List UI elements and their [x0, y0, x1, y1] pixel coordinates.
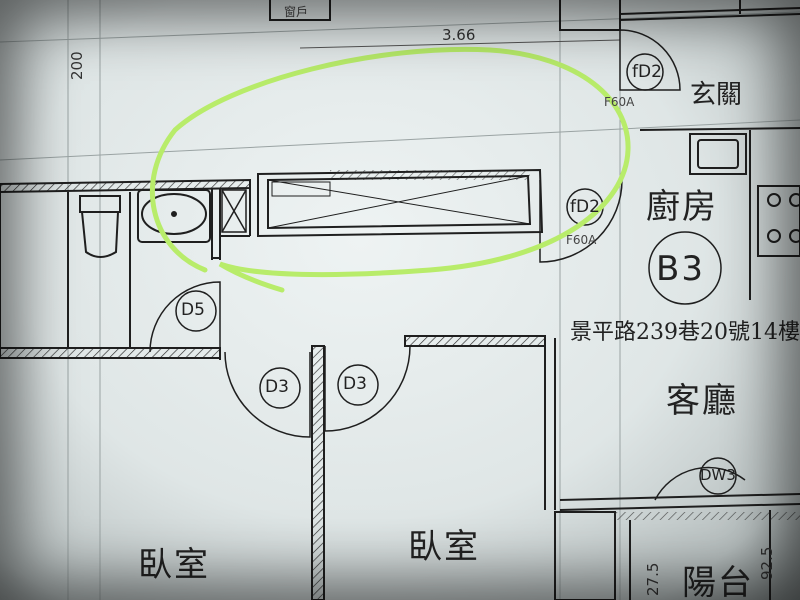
vertical-walls [0, 182, 556, 510]
room-kitchen-label: 廚房 [646, 187, 718, 227]
top-walls [269, 0, 800, 31]
bathroom-fixtures [79, 189, 211, 258]
door-swings [149, 29, 746, 501]
dimension-bottom-b: 92.5 [758, 546, 776, 580]
room-bedroom-left-label: 臥室 [138, 545, 210, 585]
door-tag-fd2-mid: fD2 [570, 197, 600, 217]
room-balcony-label: 陽台 [682, 563, 754, 600]
door-tag-d5: D5 [181, 300, 205, 320]
door-jamb-left [311, 345, 325, 600]
door-rating-mid: F60A [566, 233, 597, 247]
kitchen-fixtures [639, 127, 800, 300]
top-cut-label: 窗戶 [284, 5, 309, 19]
room-entry-label: 玄關 [690, 80, 743, 110]
address-label: 景平路239巷20號14樓 [570, 320, 800, 345]
dimension-left: 200 [68, 51, 86, 80]
highlight-ellipse [150, 46, 631, 293]
shaft [221, 189, 247, 233]
dimension-top: 3.66 [442, 26, 476, 44]
corridor-wall [0, 178, 546, 359]
top-dimension-line [299, 39, 621, 49]
closet-hatch [330, 170, 530, 180]
door-tag-d3-right: D3 [343, 374, 367, 394]
room-living-label: 客廳 [666, 381, 738, 421]
unit-label: B3 [656, 249, 705, 289]
door-tag-dw3: DW3 [700, 466, 736, 484]
dimension-bottom-a: 27.5 [644, 562, 662, 596]
balcony-rail-hatch [615, 512, 800, 520]
room-bedroom-right-label: 臥室 [408, 527, 480, 567]
balcony-walls [554, 493, 800, 600]
door-rating-top: F60A [604, 95, 635, 109]
door-tag-fd2-top: fD2 [632, 62, 662, 82]
door-tag-d3-left: D3 [265, 377, 289, 397]
